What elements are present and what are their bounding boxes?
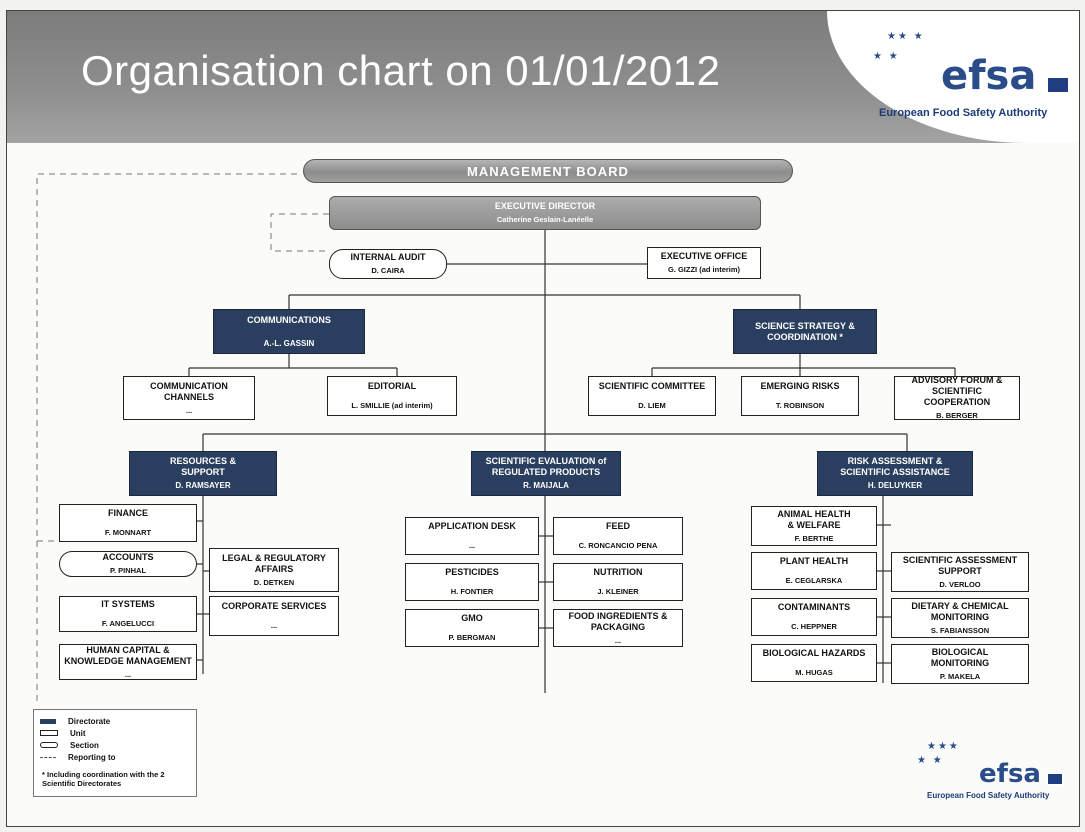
legend-note: * Including coordination with the 2 Scie… — [42, 770, 165, 788]
reporting-swatch — [40, 756, 56, 758]
accounts-section: ACCOUNTS P. PINHAL — [59, 551, 197, 577]
directorate-swatch — [40, 718, 56, 724]
dietary-chemical-monitoring-unit: DIETARY & CHEMICAL MONITORING S. FABIANS… — [891, 598, 1029, 638]
pesticides-unit: PESTICIDES H. FONTIER — [405, 563, 539, 601]
communication-channels-unit: COMMUNICATION CHANNELS ... — [123, 376, 255, 420]
efsa-tagline: European Food Safety Authority — [879, 107, 1048, 119]
communications-directorate: COMMUNICATIONS A.-L. GASSIN — [213, 309, 365, 354]
editorial-unit: EDITORIAL L. SMILLIE (ad interim) — [327, 376, 457, 416]
page-title: Organisation chart on 01/01/2012 — [81, 47, 721, 94]
legend-reporting: Reporting to — [40, 752, 116, 762]
slide-header: Organisation chart on 01/01/2012 ★★ ★ ★ … — [7, 11, 1079, 143]
slide-frame: Organisation chart on 01/01/2012 ★★ ★ ★ … — [6, 10, 1080, 827]
unit-swatch — [40, 730, 58, 736]
risk-assessment-directorate: RISK ASSESSMENT & SCIENTIFIC ASSISTANCE … — [817, 451, 973, 496]
executive-director: EXECUTIVE DIRECTOR Catherine Geslain-Lan… — [329, 196, 761, 230]
scientific-evaluation-directorate: SCIENTIFIC EVALUATION of REGULATED PRODU… — [471, 451, 621, 496]
legend-section: Section — [40, 740, 99, 750]
chart-legend: Directorate Unit Section Reporting to * … — [33, 709, 197, 797]
footer-eu-flag-icon — [1047, 773, 1063, 785]
eu-stars-icon-2: ★ ★ — [873, 51, 900, 62]
scientific-committee-unit: SCIENTIFIC COMMITTEE D. LIEM — [588, 376, 716, 416]
management-board: MANAGEMENT BOARD — [303, 159, 793, 183]
org-connectors — [36, 173, 956, 701]
plant-health-unit: PLANT HEALTH E. CEGLARSKA — [751, 552, 877, 590]
internal-audit: INTERNAL AUDIT D. CAIRA — [329, 249, 447, 279]
gmo-unit: GMO P. BERGMAN — [405, 609, 539, 647]
legend-directorate: Directorate — [40, 716, 110, 726]
finance-unit: FINANCE F. MONNART — [59, 504, 197, 542]
corporate-services-unit: CORPORATE SERVICES ... — [209, 596, 339, 636]
feed-unit: FEED C. RONCANCIO PENA — [553, 517, 683, 555]
science-strategy-directorate: SCIENCE STRATEGY & COORDINATION * — [733, 309, 877, 354]
efsa-logo: efsa — [941, 53, 1037, 99]
food-ingredients-unit: FOOD INGREDIENTS & PACKAGING ... — [553, 609, 683, 647]
human-capital-unit: HUMAN CAPITAL & KNOWLEDGE MANAGEMENT ... — [59, 644, 197, 680]
resources-support-directorate: RESOURCES & SUPPORT D. RAMSAYER — [129, 451, 277, 496]
footer-efsa-logo: efsa — [979, 759, 1041, 789]
eu-stars-icon: ★★ ★ — [887, 31, 925, 42]
footer-efsa-tagline: European Food Safety Authority — [927, 791, 1050, 800]
footer-stars-icon-2: ★ ★ — [917, 755, 944, 766]
biological-hazards-unit: BIOLOGICAL HAZARDS M. HUGAS — [751, 644, 877, 682]
footer-stars-icon: ★★★ — [927, 741, 960, 752]
it-systems-unit: IT SYSTEMS F. ANGELUCCI — [59, 596, 197, 632]
contaminants-unit: CONTAMINANTS C. HEPPNER — [751, 598, 877, 636]
emerging-risks-unit: EMERGING RISKS T. ROBINSON — [741, 376, 859, 416]
executive-office: EXECUTIVE OFFICE G. GIZZI (ad interim) — [647, 247, 761, 279]
eu-flag-icon — [1047, 77, 1069, 93]
nutrition-unit: NUTRITION J. KLEINER — [553, 563, 683, 601]
advisory-forum-unit: ADVISORY FORUM & SCIENTIFIC COOPERATION … — [894, 375, 1020, 420]
scientific-assessment-support-unit: SCIENTIFIC ASSESSMENT SUPPORT D. VERLOO — [891, 552, 1029, 592]
section-swatch — [40, 742, 58, 748]
legal-affairs-unit: LEGAL & REGULATORY AFFAIRS D. DETKEN — [209, 548, 339, 592]
legend-unit: Unit — [40, 728, 86, 738]
animal-health-unit: ANIMAL HEALTH & WELFARE F. BERTHE — [751, 506, 877, 546]
biological-monitoring-unit: BIOLOGICAL MONITORING P. MAKELA — [891, 644, 1029, 684]
application-desk-unit: APPLICATION DESK ... — [405, 517, 539, 555]
